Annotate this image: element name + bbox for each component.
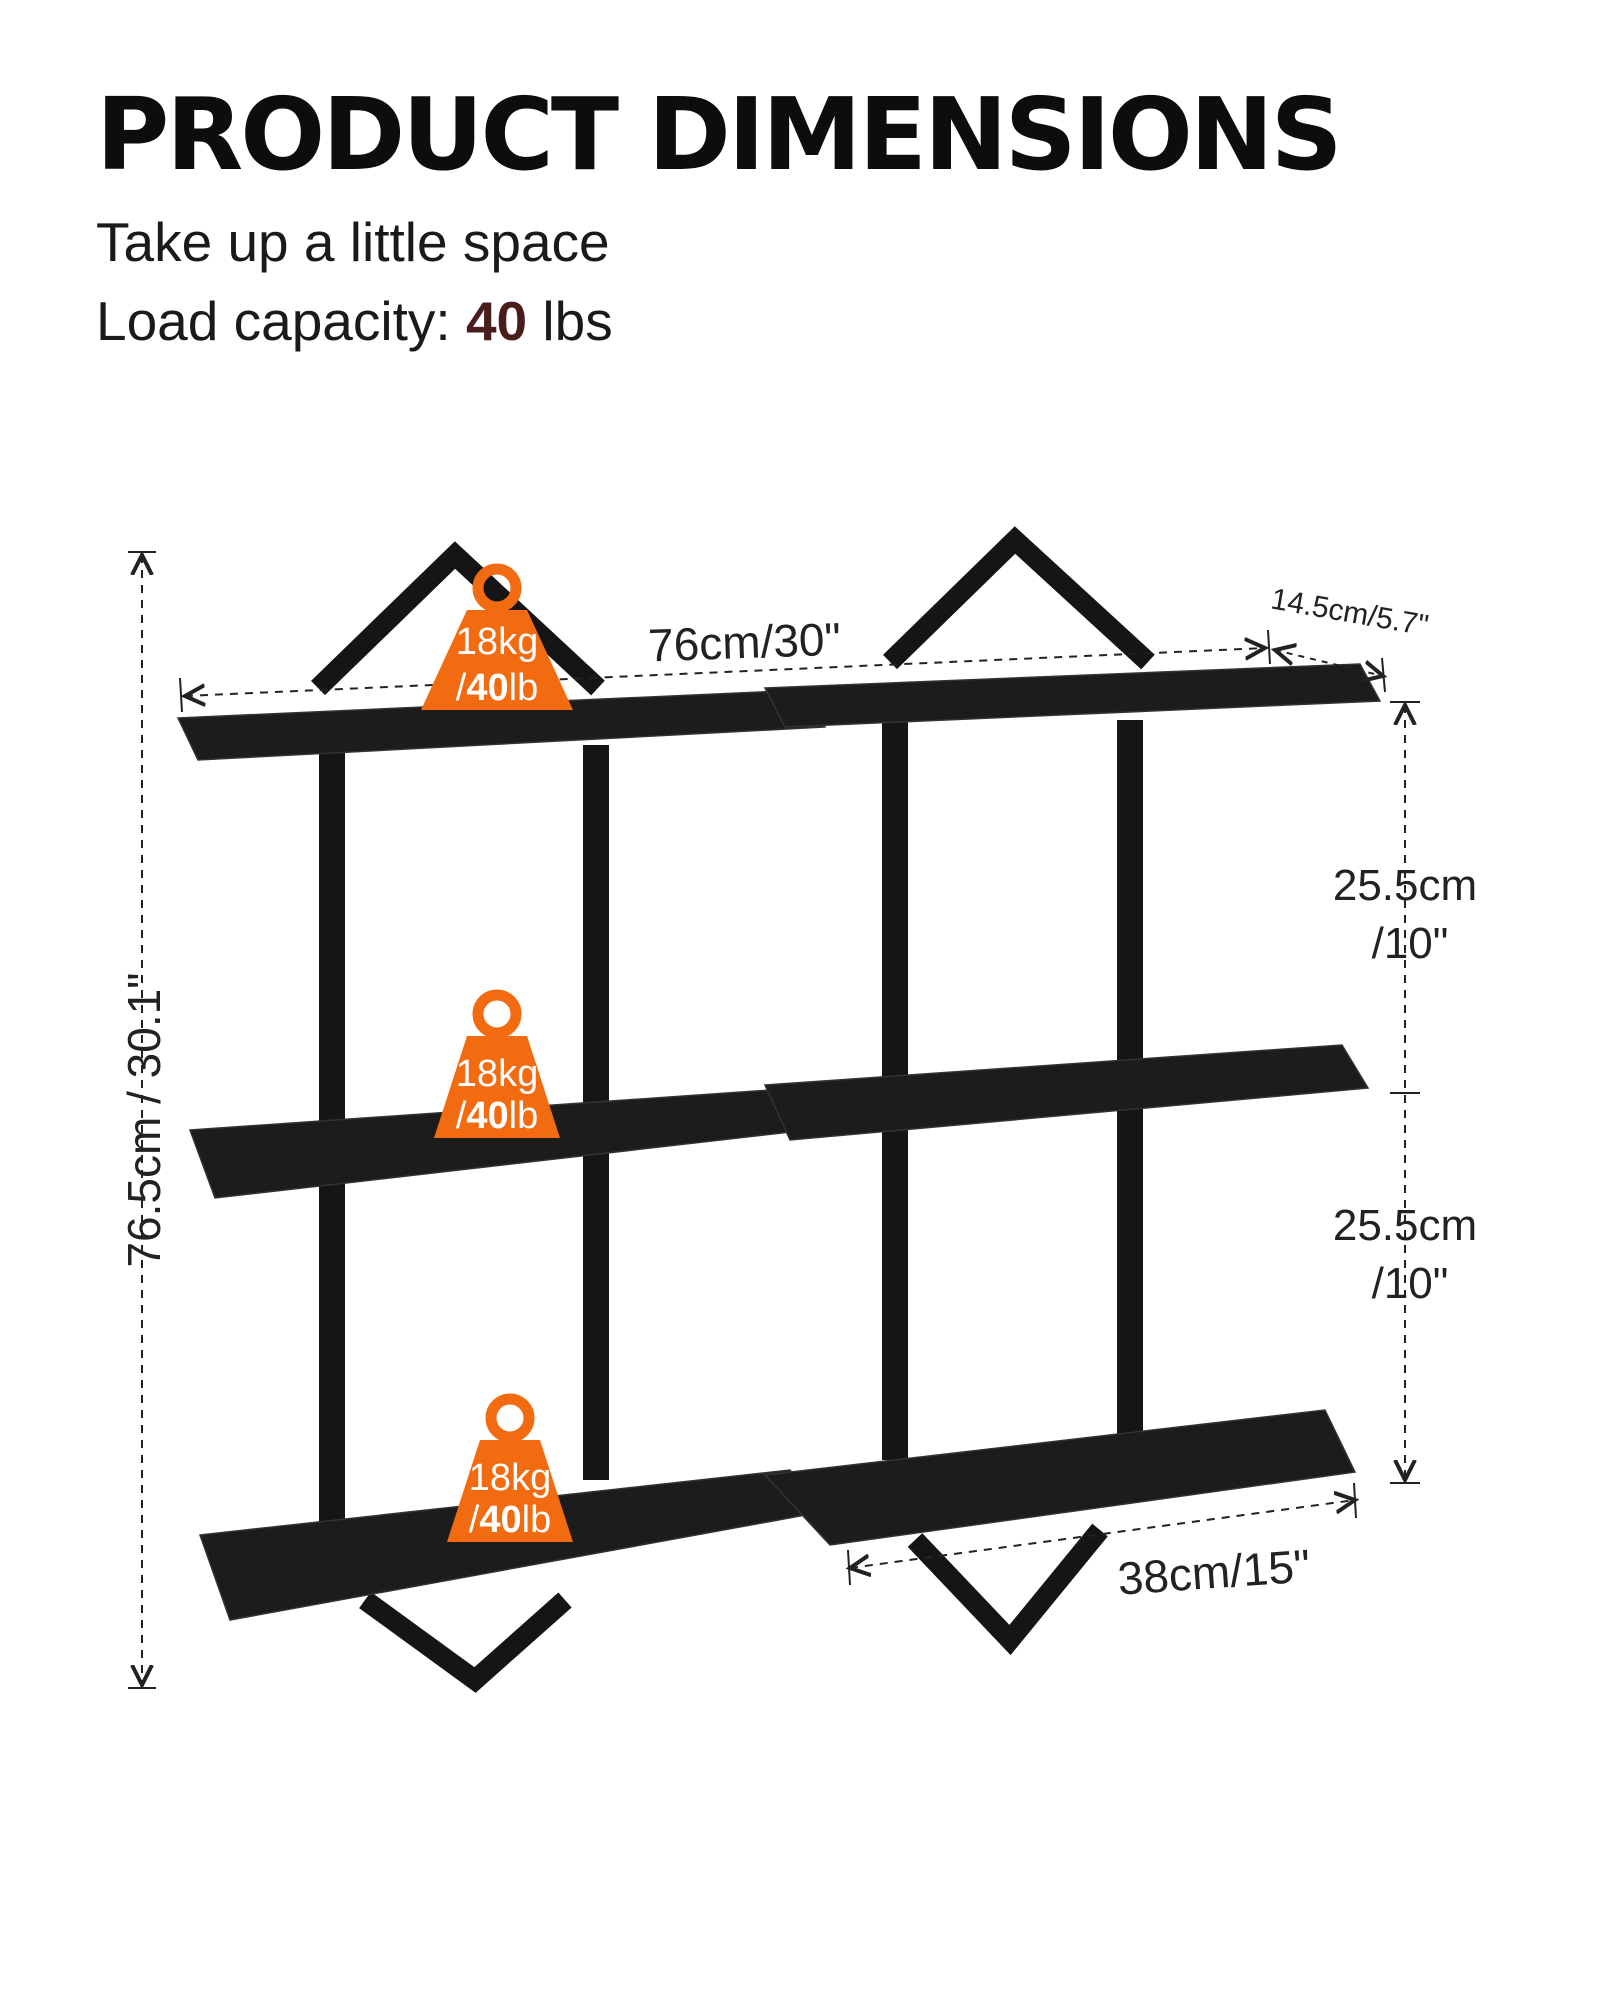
shelf-width-dim-line <box>850 1500 1355 1568</box>
weight-lb-prefix: / <box>469 1499 480 1541</box>
subtitle-load-capacity: Load capacity: 40 lbs <box>96 283 1496 360</box>
load-capacity-label: Load capacity: <box>96 290 466 352</box>
weight-lb-value: 40 <box>479 1499 521 1541</box>
shelf-width-tick-left <box>847 1549 851 1586</box>
width-label: 76cm/30" <box>647 613 841 672</box>
weight-kg-text: 18kg <box>456 1053 538 1095</box>
width-tick-left <box>179 677 183 713</box>
weight-badge-middle: 18kg /40lb <box>434 989 560 1138</box>
shelf-width-label: 38cm/15" <box>1116 1539 1312 1604</box>
weight-lb-text: /40lb <box>456 1095 538 1137</box>
width-dim-line <box>185 648 1265 696</box>
weight-kg-text: 18kg <box>469 1457 551 1499</box>
weight-lb-text: /40lb <box>456 667 538 709</box>
spacing-bottom-label-2: /10" <box>1372 1259 1449 1308</box>
dimension-lines <box>128 551 1420 1689</box>
load-capacity-unit: lbs <box>527 290 613 352</box>
left-bottom-triangle <box>359 1591 572 1693</box>
weight-lb-prefix: / <box>456 667 467 709</box>
spacing-top-label-1: 25.5cm <box>1333 861 1477 910</box>
weight-lb-unit: lb <box>522 1499 552 1541</box>
weight-lb-unit: lb <box>509 667 539 709</box>
right-top-triangle <box>883 526 1155 670</box>
spacing-top-label-2: /10" <box>1372 919 1449 968</box>
depth-tick-right <box>1381 657 1386 693</box>
weight-lb-unit: lb <box>509 1095 539 1137</box>
weight-badge-top: 18kg /40lb <box>421 563 573 710</box>
shelves <box>176 663 1382 1621</box>
weight-lb-prefix: / <box>456 1095 467 1137</box>
weight-body-icon <box>434 1036 560 1138</box>
spacing-bottom-label-1: 25.5cm <box>1333 1201 1477 1250</box>
weight-badge-bottom: 18kg /40lb <box>447 1393 573 1542</box>
weight-lb-value: 40 <box>466 1095 508 1137</box>
weight-kg-text: 18kg <box>456 621 538 663</box>
shelf-width-tick-right <box>1353 1482 1357 1519</box>
shelf-middle-right <box>763 1044 1370 1141</box>
weight-body-icon <box>447 1440 573 1542</box>
weight-body-icon <box>421 610 573 710</box>
weight-ring-icon <box>472 563 522 613</box>
weight-lb-text: /40lb <box>469 1499 551 1541</box>
shelf-top-right <box>763 663 1382 728</box>
height-label: 76.5cm / 30.1" <box>118 972 170 1267</box>
right-bottom-triangle <box>907 1523 1108 1656</box>
page-title: PRODUCT DIMENSIONS <box>96 76 1343 193</box>
weight-ring-icon <box>485 1393 535 1443</box>
header: PRODUCT DIMENSIONS Take up a little spac… <box>96 80 1496 360</box>
weight-ring-icon <box>472 989 522 1039</box>
weight-lb-value: 40 <box>466 667 508 709</box>
subtitle-space: Take up a little space <box>96 211 610 273</box>
load-capacity-value: 40 <box>465 290 528 352</box>
width-tick-right <box>1267 629 1271 665</box>
shelf-bottom-right <box>763 1409 1357 1546</box>
depth-label: 14.5cm/5.7" <box>1268 583 1430 643</box>
